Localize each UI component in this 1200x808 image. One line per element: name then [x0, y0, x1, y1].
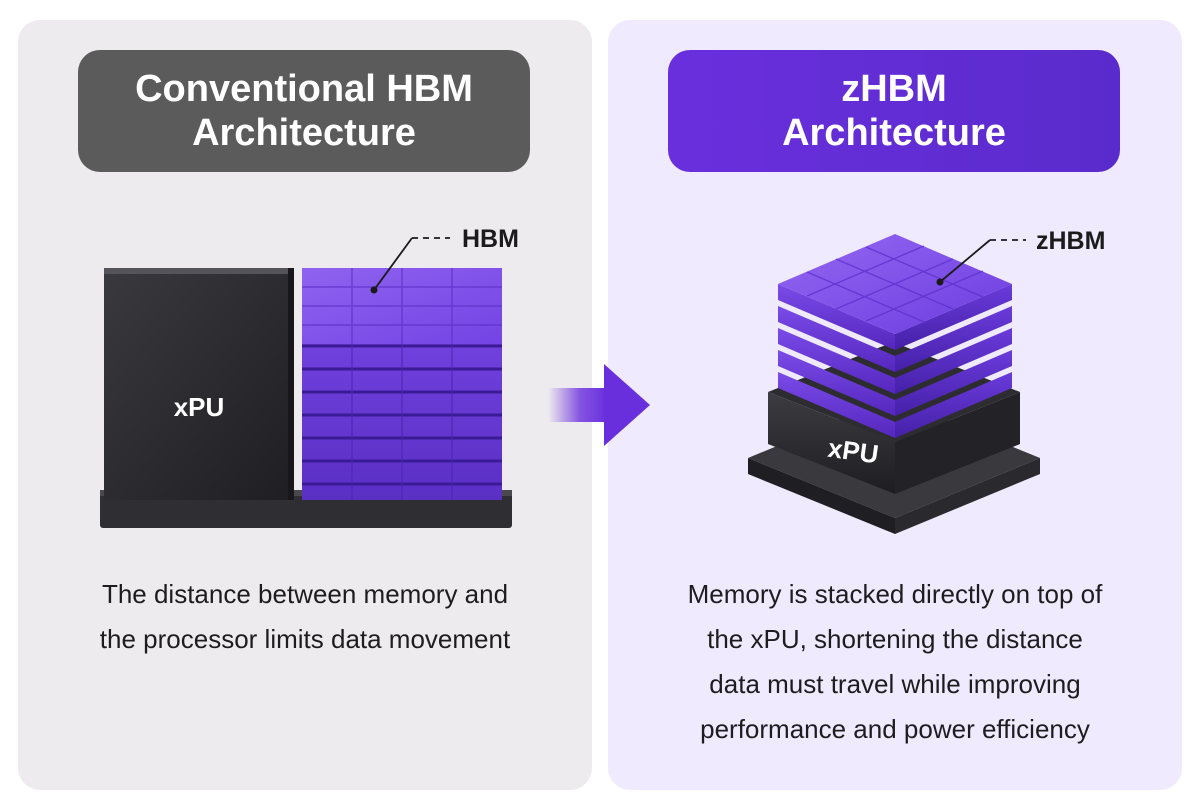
caption-line: The distance between memory and [101, 579, 509, 609]
conventional-hbm-panel: Conventional HBM Architecture [18, 20, 592, 790]
hbm-label: HBM [462, 225, 519, 253]
conventional-hbm-title: Conventional HBM Architecture [78, 50, 530, 172]
zhbm-title: zHBM Architecture [668, 50, 1120, 172]
zhbm-panel: zHBM Architecture [608, 20, 1182, 790]
xpu-block [104, 268, 294, 500]
title-line-2: Architecture [782, 112, 1006, 154]
right-arrow-icon [548, 364, 650, 446]
title-line-2: Architecture [192, 112, 416, 154]
zhbm-label: zHBM [1036, 227, 1105, 255]
zhbm-stack [778, 234, 1012, 438]
conventional-hbm-caption: The distance between memory and the proc… [18, 572, 592, 662]
hbm-stack [302, 268, 502, 500]
zhbm-diagram: xPU [748, 227, 1105, 534]
caption-line: Memory is stacked directly on top of [687, 579, 1103, 609]
caption-line: data must travel while improving [709, 669, 1081, 699]
title-line-1: Conventional HBM [135, 68, 473, 110]
hbm-callout-leader [370, 237, 450, 294]
xpu-label: xPU [174, 392, 225, 422]
caption-line: the processor limits data movement [99, 624, 511, 654]
zhbm-callout-leader [936, 239, 1026, 286]
conventional-hbm-diagram: xPU [100, 225, 519, 528]
title-line-1: zHBM [841, 68, 947, 110]
xpu-label: xPU [826, 433, 880, 470]
caption-line: performance and power efficiency [700, 714, 1090, 744]
caption-line: the xPU, shortening the distance [707, 624, 1083, 654]
zhbm-caption: Memory is stacked directly on top of the… [608, 572, 1182, 752]
